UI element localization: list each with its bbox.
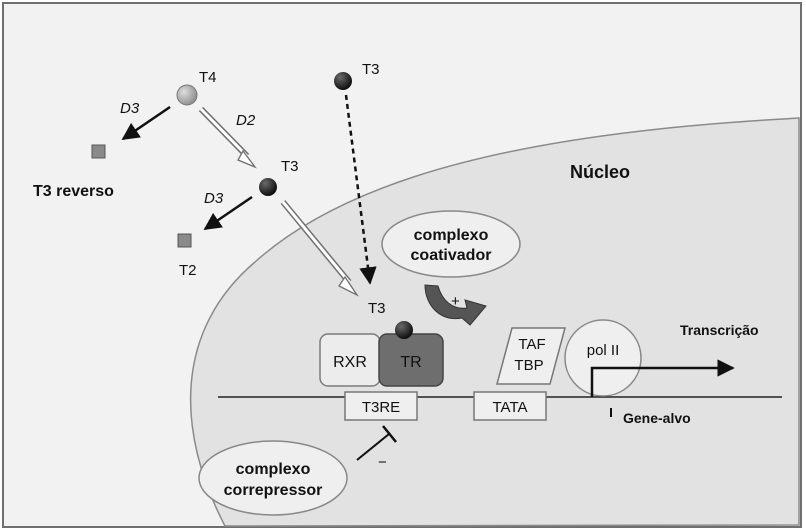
nucleus-label: Núcleo (570, 162, 630, 182)
t3-bound-molecule (395, 321, 413, 339)
reverse-t3-label: T3 reverso (33, 183, 114, 200)
t3-receptor-label: T3 (368, 300, 386, 317)
coactivator-label-line2: coativador (411, 247, 492, 264)
pol2-label: pol II (587, 342, 620, 359)
t3-molecule-top (334, 72, 352, 90)
t4-molecule (177, 85, 197, 105)
reverse-t3-molecule (92, 145, 105, 158)
corepressor-label-line1: complexo (236, 461, 311, 478)
t3re-label: T3RE (362, 399, 400, 416)
corepressor-complex (199, 441, 347, 515)
coactivator-complex (382, 211, 520, 277)
t2-molecule (178, 234, 191, 247)
taf-label: TAF (518, 336, 545, 353)
t4-label: T4 (199, 69, 217, 86)
repression-minus-label: − (378, 454, 387, 471)
coactivator-label-line1: complexo (414, 227, 489, 244)
t3-label-middle: T3 (281, 158, 299, 175)
d3-label-top: D3 (120, 100, 140, 117)
corepressor-label-line2: correpressor (224, 482, 323, 499)
d3-label-middle: D3 (204, 190, 224, 207)
activation-plus-label: + (451, 293, 460, 310)
rxr-label: RXR (333, 354, 367, 371)
tbp-label: TBP (514, 357, 543, 374)
tr-label: TR (400, 354, 421, 371)
target-gene-label: Gene-alvo (623, 410, 691, 426)
t3-label-top: T3 (362, 61, 380, 78)
t2-label: T2 (179, 262, 197, 279)
tata-label: TATA (493, 399, 528, 416)
transcription-label: Transcrição (680, 322, 759, 338)
t3-molecule-middle (259, 178, 277, 196)
d2-label: D2 (236, 112, 256, 129)
